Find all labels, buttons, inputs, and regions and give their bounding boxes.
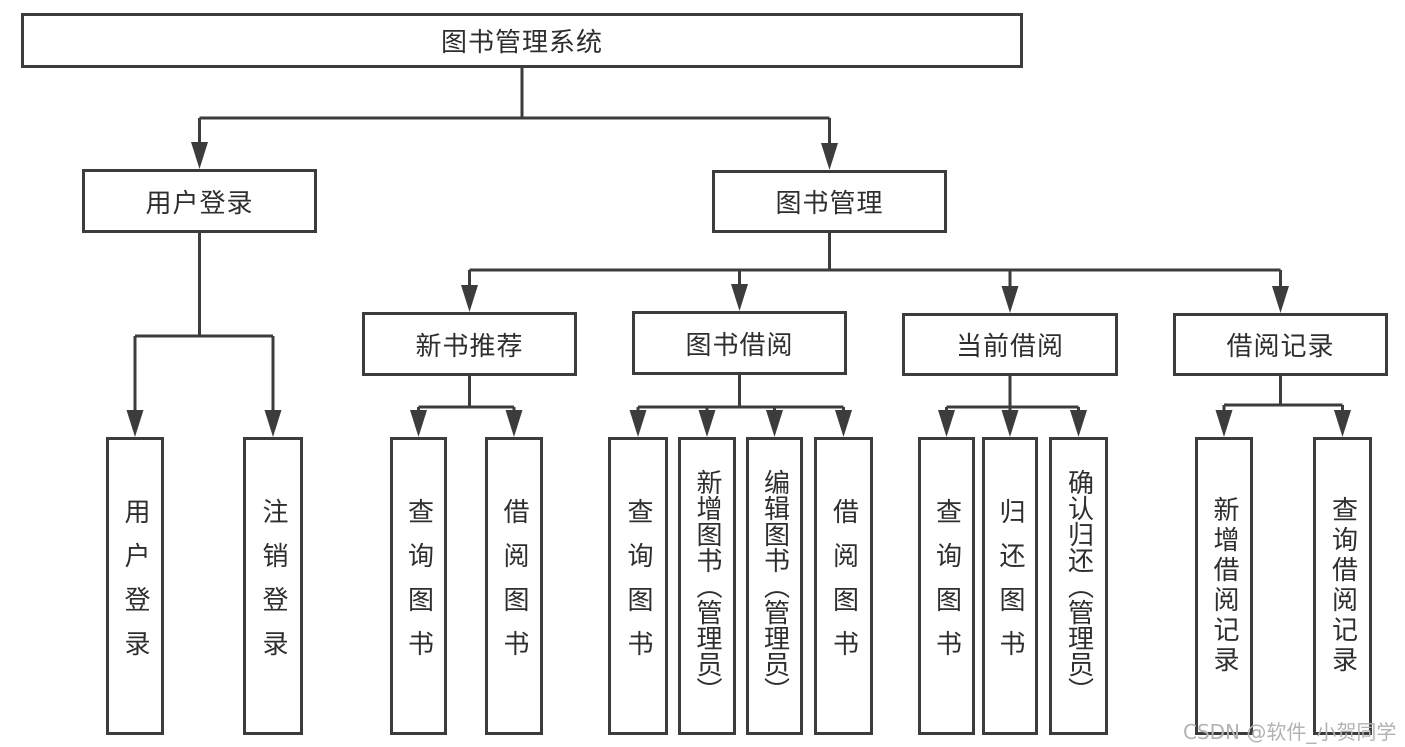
node-current-borrow: 当前借阅: [902, 313, 1118, 376]
leaf-label: 新增图书（管理员）: [692, 469, 722, 703]
arrowhead-icon: [835, 410, 852, 437]
leaf-label: 查询图书: [623, 498, 653, 674]
arrowhead-icon: [1001, 286, 1019, 313]
leaf-label: 注销登录: [258, 498, 288, 674]
arrowhead-icon: [505, 410, 523, 437]
arrowhead-icon: [191, 142, 208, 169]
leaf-user-login: 用户登录: [106, 437, 164, 735]
node-new-book-recommend: 新书推荐: [362, 312, 577, 376]
node-root: 图书管理系统: [21, 13, 1023, 68]
node-book-borrow: 图书借阅: [632, 311, 847, 375]
leaf-logout: 注销登录: [243, 437, 303, 735]
leaf-label: 归还图书: [995, 498, 1025, 674]
leaf-label: 查询图书: [931, 498, 962, 674]
leaf-edit-book-admin: 编辑图书（管理员）: [746, 437, 803, 735]
arrowhead-icon: [1070, 410, 1087, 437]
leaf-label: 确认归还（管理员）: [1063, 469, 1094, 703]
arrowhead-icon: [766, 410, 783, 437]
leaf-label: 编辑图书（管理员）: [759, 469, 790, 703]
arrowhead-icon: [1215, 410, 1233, 437]
leaf-query-book-borrow: 查询图书: [608, 437, 668, 735]
arrowhead-icon: [126, 410, 144, 437]
leaf-label: 查询借阅记录: [1327, 496, 1358, 676]
leaf-borrow-book-recommend: 借阅图书: [485, 437, 543, 735]
leaf-label: 用户登录: [120, 498, 150, 674]
leaf-query-book-current: 查询图书: [918, 437, 975, 735]
arrowhead-icon: [698, 410, 716, 437]
arrowhead-icon: [731, 284, 748, 311]
arrowhead-icon: [461, 285, 478, 312]
leaf-label: 借阅图书: [499, 498, 529, 674]
arrowhead-icon: [1272, 286, 1289, 313]
leaf-query-book-recommend: 查询图书: [390, 437, 447, 735]
arrowhead-icon: [1334, 410, 1351, 437]
leaf-query-borrow-record: 查询借阅记录: [1313, 437, 1372, 735]
node-user-login: 用户登录: [82, 169, 317, 233]
node-book-management: 图书管理: [712, 170, 947, 233]
arrowhead-icon: [264, 410, 282, 437]
arrowhead-icon: [938, 410, 955, 437]
leaf-label: 查询图书: [403, 498, 434, 674]
arrowhead-icon: [629, 410, 647, 437]
arrowhead-icon: [1001, 410, 1019, 437]
leaf-confirm-return-admin: 确认归还（管理员）: [1049, 437, 1108, 735]
leaf-label: 新增借阅记录: [1209, 496, 1239, 676]
leaf-borrow-book: 借阅图书: [814, 437, 873, 735]
leaf-add-book-admin: 新增图书（管理员）: [678, 437, 736, 735]
arrowhead-icon: [410, 410, 427, 437]
csdn-watermark: CSDN @软件_小贺同学: [1183, 720, 1397, 744]
leaf-label: 借阅图书: [828, 498, 859, 674]
leaf-add-borrow-record: 新增借阅记录: [1195, 437, 1253, 735]
node-borrow-records: 借阅记录: [1173, 313, 1388, 376]
arrowhead-icon: [821, 143, 838, 170]
leaf-return-book: 归还图书: [982, 437, 1038, 735]
